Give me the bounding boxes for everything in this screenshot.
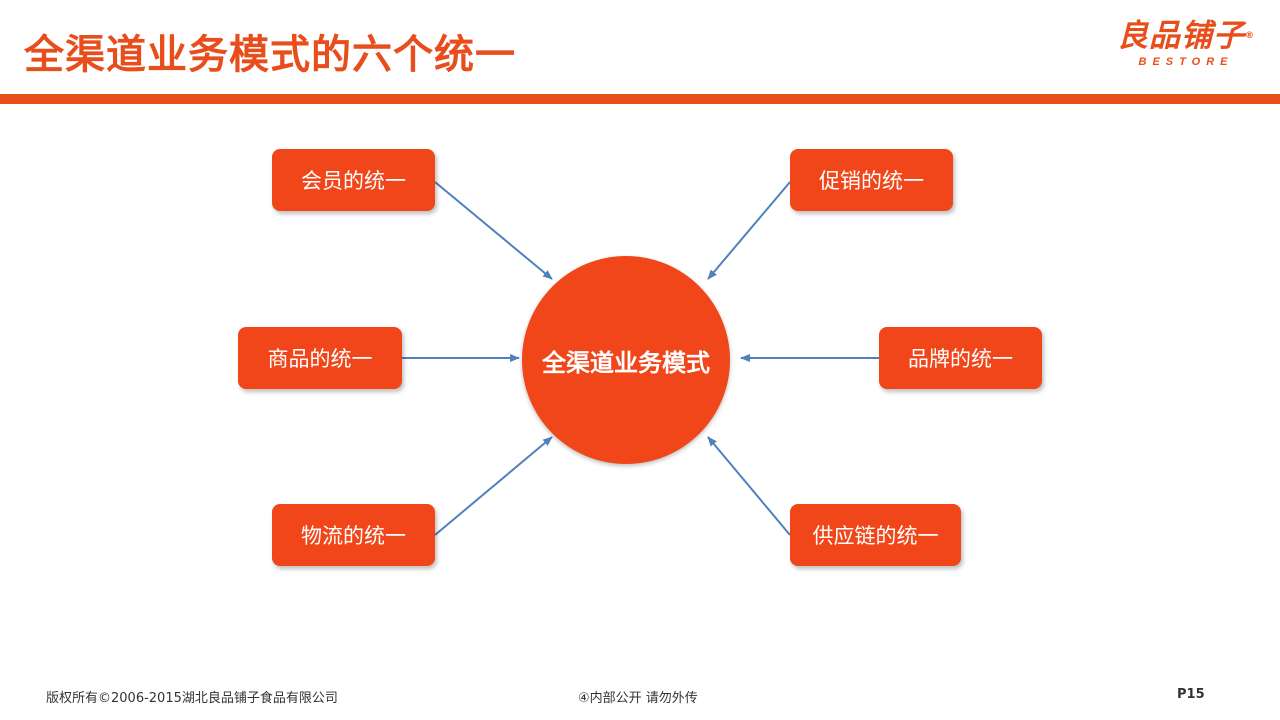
registered-mark: ® [1245,31,1255,41]
node-promotion-unification: 促销的统一 [790,149,953,211]
footer-internal-notice: ④内部公开 请勿外传 [578,691,698,706]
header-rule [0,94,1280,104]
brand-logo: 良品铺子® BESTORE [1106,18,1266,68]
page-number: P15 [1177,687,1205,702]
center-circle: 全渠道业务模式 [522,256,730,464]
logo-english-name: BESTORE [1138,56,1234,68]
logo-chinese-name: 良品铺子® [1117,18,1255,54]
node-product-unification: 商品的统一 [238,327,402,389]
arrow-logistics [434,436,553,536]
node-member-unification: 会员的统一 [272,149,435,211]
arrow-member [434,181,553,280]
node-brand-unification: 品牌的统一 [879,327,1042,389]
arrow-supply-chain [707,436,791,536]
arrow-promotion [707,181,791,280]
node-logistics-unification: 物流的统一 [272,504,435,566]
node-supply-chain-unification: 供应链的统一 [790,504,961,566]
footer-copyright: 版权所有©2006-2015湖北良品铺子食品有限公司 [46,691,338,706]
slide-title: 全渠道业务模式的六个统一 [24,32,516,78]
